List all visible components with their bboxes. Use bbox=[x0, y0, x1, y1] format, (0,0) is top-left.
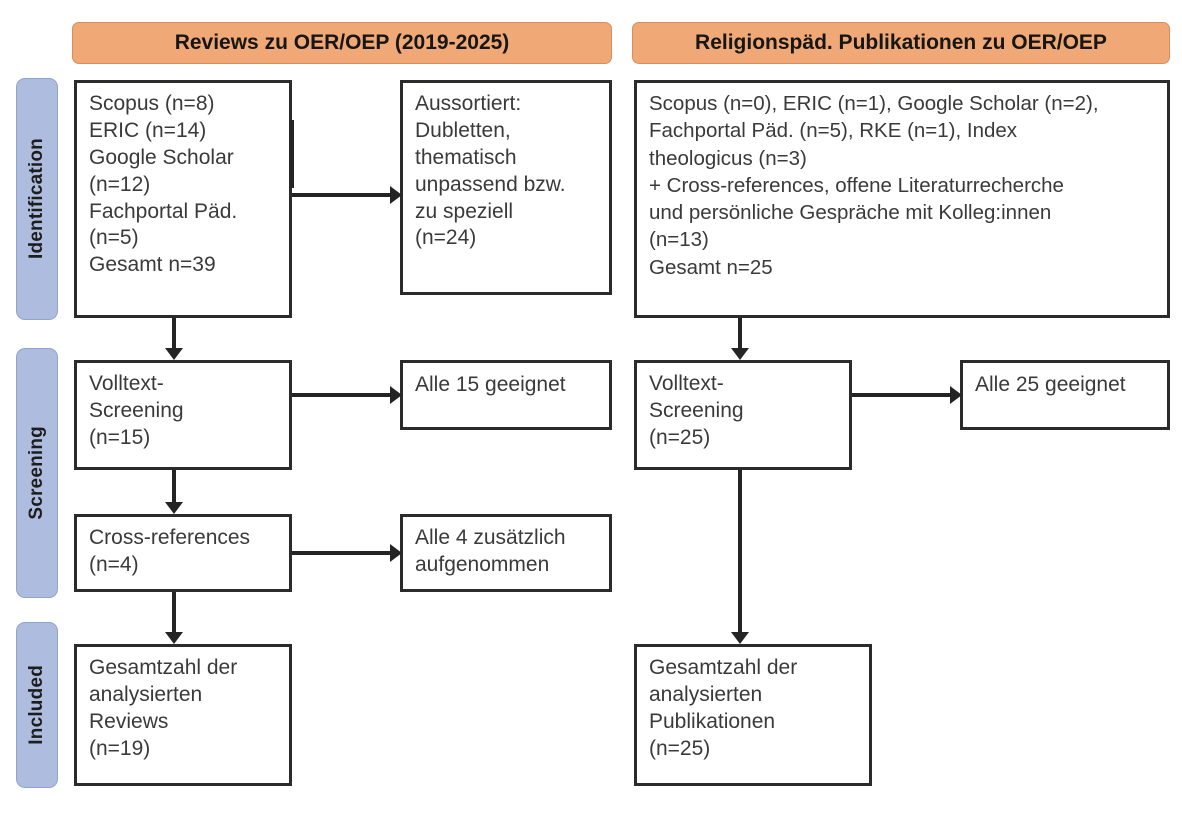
arrow-head bbox=[950, 386, 962, 404]
arrow-shaft bbox=[172, 592, 176, 633]
box-left-screening-result: Alle 15 geeignet bbox=[400, 360, 612, 430]
arrow-left-screening-to-crossrefs bbox=[162, 470, 186, 514]
stage-label-screening-text: Screening bbox=[26, 426, 47, 520]
arrow-head bbox=[731, 632, 749, 644]
box-left-crossrefs: Cross-references (n=4) bbox=[74, 514, 292, 592]
stage-label-screening: Screening bbox=[16, 348, 58, 598]
connector-left-identification-stub bbox=[290, 120, 294, 188]
arrow-shaft bbox=[738, 318, 742, 349]
box-left-crossrefs-result: Alle 4 zusätzlich aufgenommen bbox=[400, 514, 612, 592]
arrow-head bbox=[390, 386, 402, 404]
arrow-shaft bbox=[292, 551, 391, 555]
box-left-excluded: Aussortiert: Dubletten, thematisch unpas… bbox=[400, 80, 612, 295]
box-left-included: Gesamtzahl der analysierten Reviews (n=1… bbox=[74, 644, 292, 786]
arrow-shaft bbox=[738, 470, 742, 633]
arrow-right-screening-to-included bbox=[728, 470, 752, 644]
arrow-head bbox=[390, 544, 402, 562]
banner-publikationen-text: Religionspäd. Publikationen zu OER/OEP bbox=[695, 31, 1107, 54]
stage-label-identification-text: Identification bbox=[26, 138, 47, 260]
arrow-right-identification-to-screening bbox=[728, 318, 752, 360]
box-left-identification: Scopus (n=8) ERIC (n=14) Google Scholar … bbox=[74, 80, 292, 318]
arrow-shaft bbox=[292, 393, 391, 397]
stage-label-identification: Identification bbox=[16, 78, 58, 320]
arrow-head bbox=[165, 632, 183, 644]
arrow-shaft bbox=[852, 393, 951, 397]
arrow-shaft bbox=[172, 318, 176, 349]
box-right-included: Gesamtzahl der analysierten Publikatione… bbox=[634, 644, 872, 786]
arrow-shaft bbox=[172, 470, 176, 503]
box-left-screening: Volltext- Screening (n=15) bbox=[74, 360, 292, 470]
banner-reviews: Reviews zu OER/OEP (2019-2025) bbox=[72, 22, 612, 64]
arrow-right-screening-to-result bbox=[852, 385, 962, 405]
stage-label-included-text: Included bbox=[26, 665, 47, 745]
arrow-left-identification-to-screening bbox=[162, 318, 186, 360]
arrow-left-identification-to-excluded bbox=[292, 185, 402, 205]
arrow-head bbox=[165, 348, 183, 360]
arrow-head bbox=[390, 186, 402, 204]
arrow-left-screening-to-result bbox=[292, 385, 402, 405]
box-right-screening: Volltext- Screening (n=25) bbox=[634, 360, 852, 470]
arrow-shaft bbox=[292, 193, 391, 197]
box-right-identification: Scopus (n=0), ERIC (n=1), Google Scholar… bbox=[634, 80, 1170, 318]
arrow-left-crossrefs-to-included bbox=[162, 592, 186, 644]
arrow-left-crossrefs-to-result bbox=[292, 543, 402, 563]
banner-publikationen: Religionspäd. Publikationen zu OER/OEP bbox=[632, 22, 1170, 64]
stage-label-included: Included bbox=[16, 622, 58, 788]
arrow-head bbox=[731, 348, 749, 360]
arrow-head bbox=[165, 502, 183, 514]
box-right-screening-result: Alle 25 geeignet bbox=[960, 360, 1170, 430]
banner-reviews-text: Reviews zu OER/OEP (2019-2025) bbox=[174, 31, 510, 54]
